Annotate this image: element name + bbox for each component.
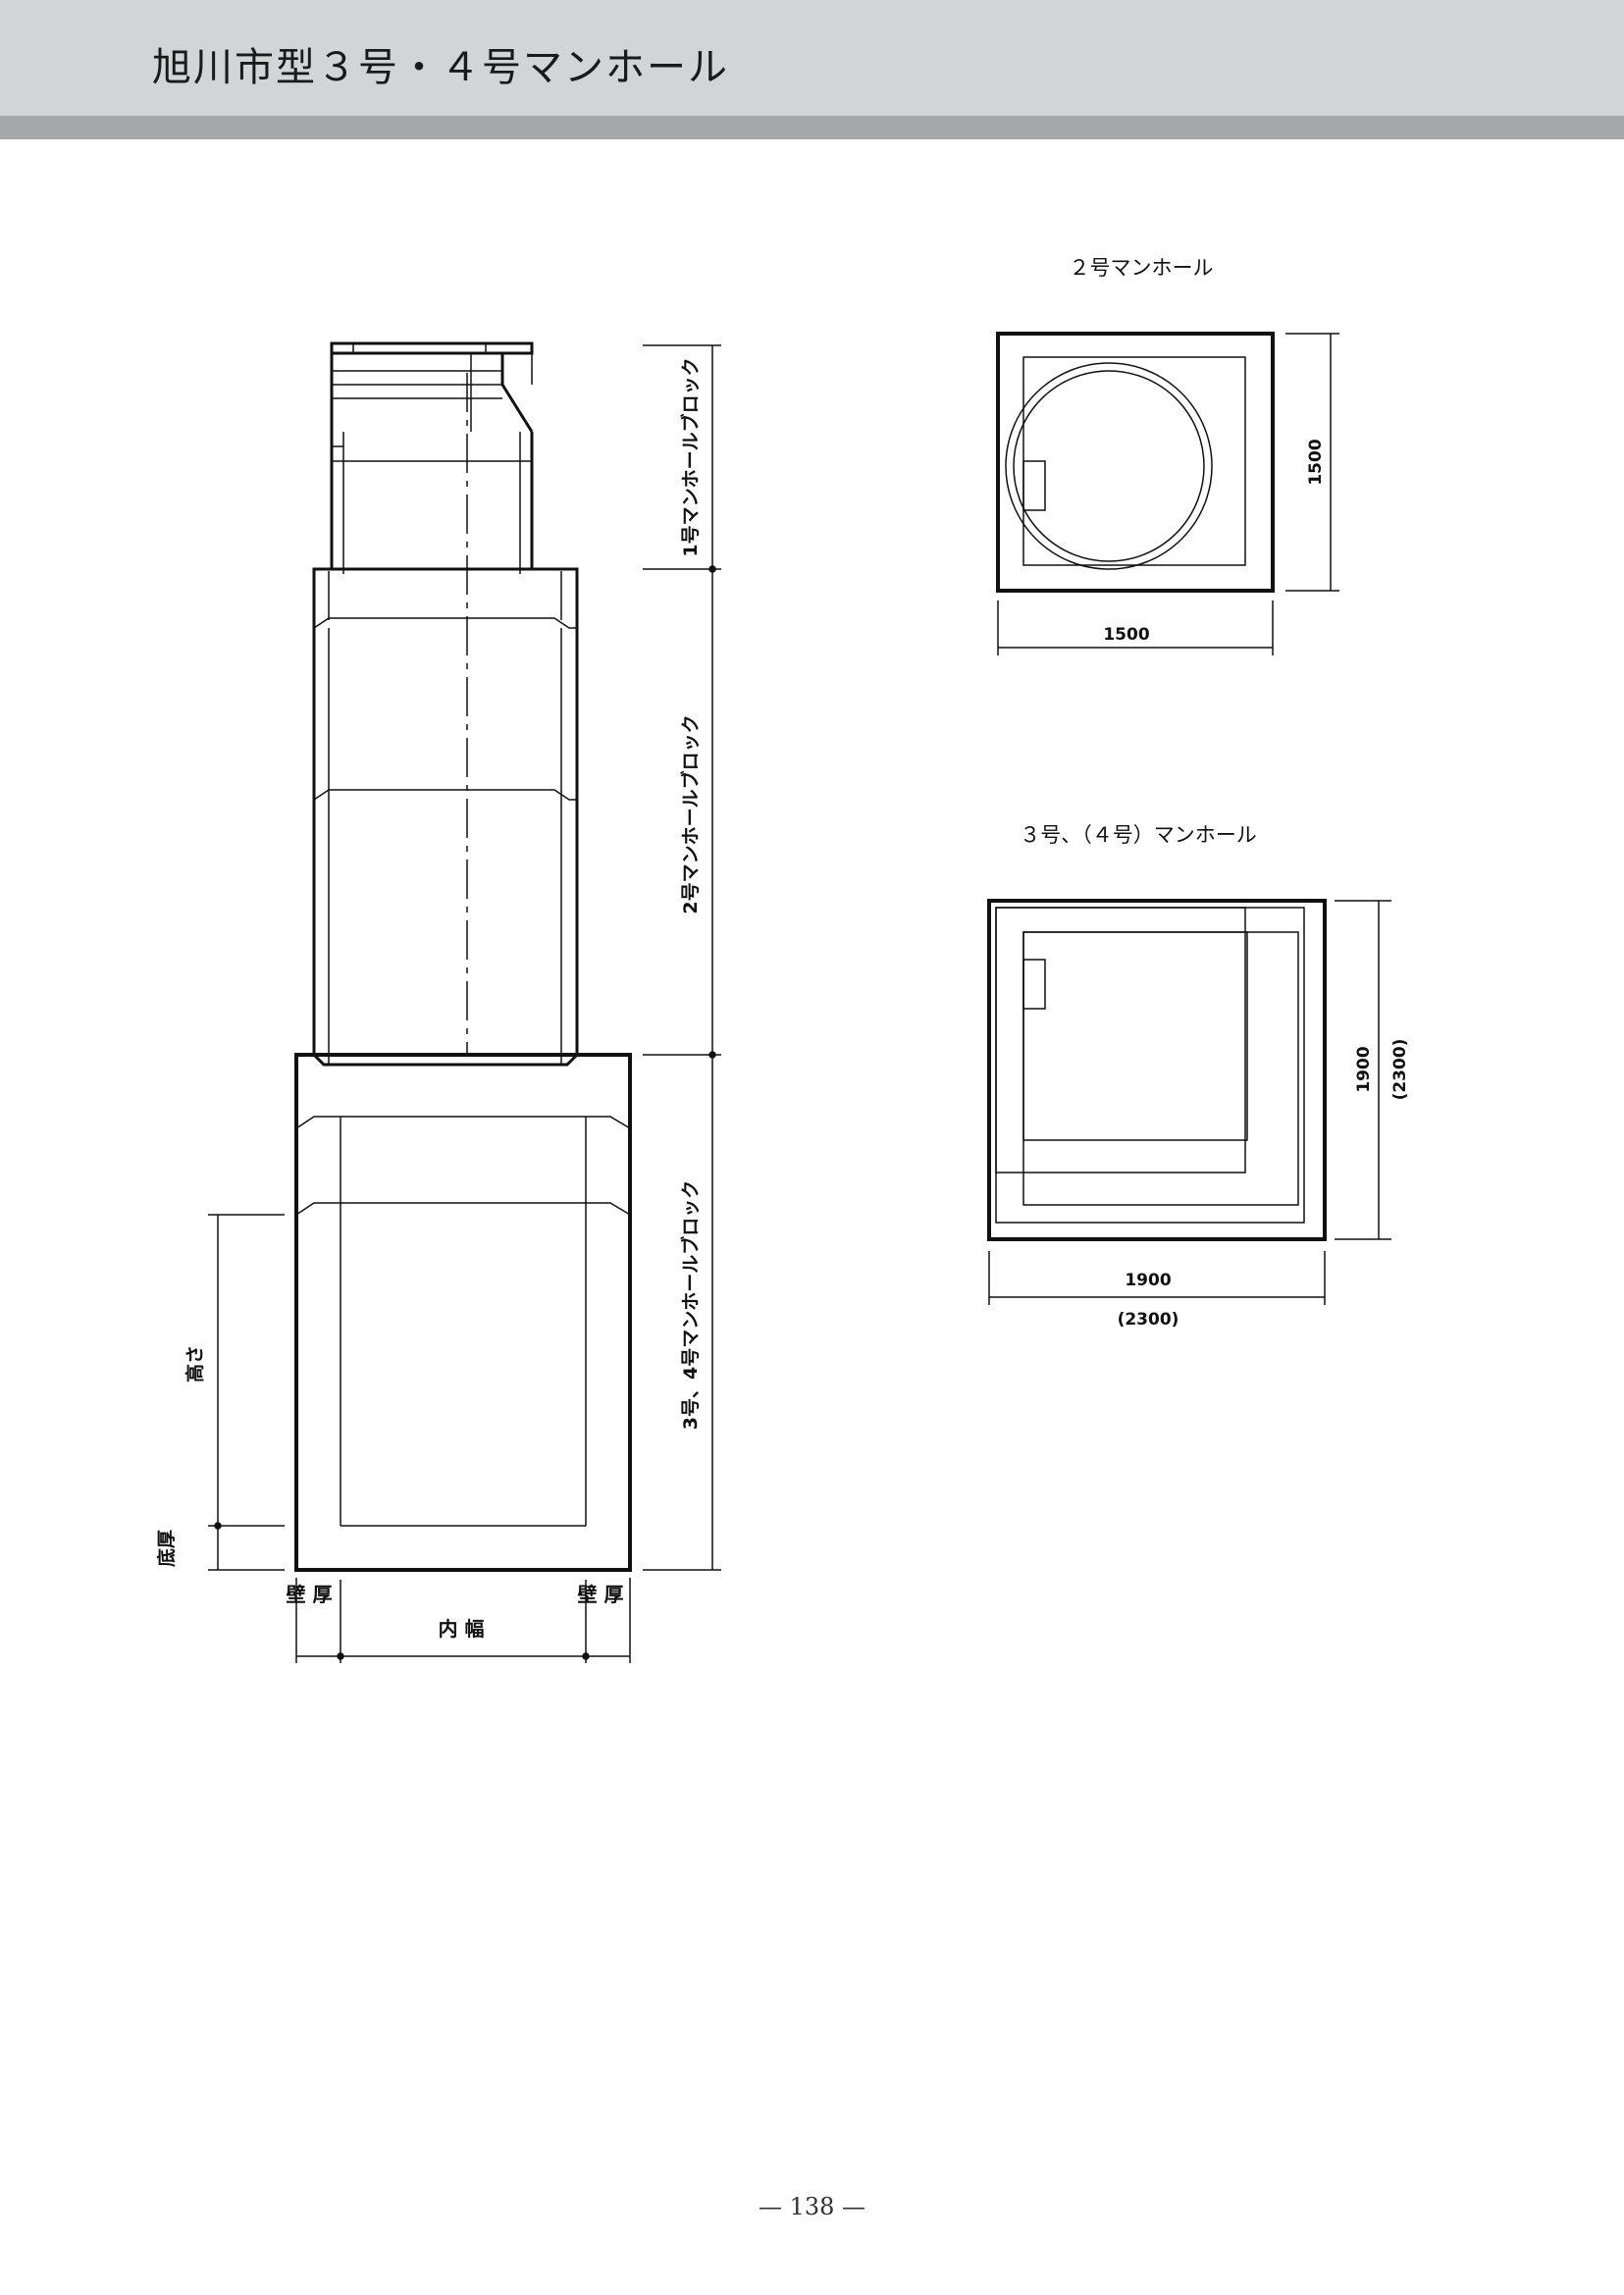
label-inner-width: 内 幅 bbox=[439, 1617, 485, 1641]
block-1-body bbox=[330, 432, 534, 574]
plan-2-width-value: 1500 bbox=[1103, 625, 1149, 645]
plan-34-title: ３号、（４号）マンホール bbox=[1020, 823, 1257, 847]
plan-34-width-value: 1900 bbox=[1125, 1271, 1171, 1290]
vertical-block-dimension bbox=[643, 344, 721, 1571]
page-number: — 138 — bbox=[758, 2193, 866, 2220]
label-block-2: 2号マンホールブロック bbox=[679, 714, 702, 913]
cover-frame bbox=[330, 341, 534, 433]
plan-34-height-value: 1900 bbox=[1354, 1046, 1374, 1092]
label-wall-left: 壁 厚 bbox=[287, 1583, 333, 1606]
left-height-dimension bbox=[208, 1214, 285, 1571]
block-2-body bbox=[312, 567, 579, 1067]
block-34-body bbox=[294, 1053, 632, 1572]
plan-34-height-alt-value: (2300) bbox=[1390, 1039, 1410, 1101]
plan-2-height-value: 1500 bbox=[1306, 439, 1326, 485]
header-accent-bar bbox=[0, 116, 1624, 139]
header-band bbox=[0, 0, 1624, 116]
label-block-34: 3号、4号マンホールブロック bbox=[679, 1180, 702, 1430]
label-height: 高さ bbox=[183, 1345, 206, 1382]
label-block-1: 1号マンホールブロック bbox=[679, 357, 702, 556]
plan-34 bbox=[987, 899, 1391, 1305]
label-bottom-thickness: 底厚 bbox=[155, 1530, 178, 1567]
page-title: 旭川市型３号・４号マンホール bbox=[152, 45, 729, 90]
plan-34-width-alt-value: (2300) bbox=[1118, 1310, 1179, 1330]
plan-2 bbox=[996, 332, 1339, 655]
plan-2-title: ２号マンホール bbox=[1070, 256, 1214, 280]
label-wall-right: 壁 厚 bbox=[578, 1583, 624, 1606]
bottom-width-dimension bbox=[295, 1578, 631, 1663]
section-view bbox=[208, 341, 721, 1663]
